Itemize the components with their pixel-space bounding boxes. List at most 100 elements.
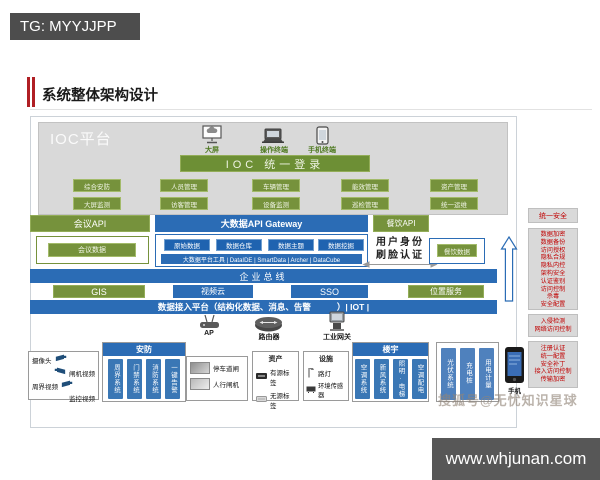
sohu-watermark: 搜狐号@无忧知识星球 [438, 393, 578, 408]
security-system-button[interactable]: 周界系统 [108, 359, 123, 399]
building-system-button[interactable]: 照明·电梯 [392, 359, 408, 399]
ioc-module-button[interactable]: 大屏监测 [73, 197, 121, 210]
meeting-api-bar: 会议API [30, 215, 150, 232]
camera-icon [55, 354, 67, 365]
gate-label: 停车道闸 [213, 366, 239, 373]
bigdata-item-button[interactable]: 数据挖掘 [318, 239, 364, 251]
security-item: 隐私合规 [540, 254, 566, 262]
asset-label: 有源标签 [270, 370, 290, 387]
service-button-gis[interactable]: GIS [53, 285, 145, 298]
ioc-login-bar[interactable]: IOC 统一登录 [180, 155, 370, 172]
service-button-videocloud[interactable]: 视频云 [173, 285, 253, 298]
data-access-bar: 数据接入平台（结构化数据、消息、告警 ）| IOT | [30, 300, 497, 314]
bigdata-item-button[interactable]: 数据仓库 [216, 239, 262, 251]
security-item: 接入访问控制 [534, 368, 572, 376]
ioc-module-button[interactable]: 车辆管理 [252, 179, 300, 192]
security-item: 安全补丁 [540, 360, 566, 368]
bigdata-item-button[interactable]: 数据主题 [268, 239, 314, 251]
building-system-button[interactable]: 新风系统 [373, 359, 389, 399]
power-systems-box: 光伏系统 充电桩 用电计量 [436, 342, 499, 402]
power-system-button[interactable]: 用电计量 [479, 347, 494, 400]
gate-label: 人行闸机 [213, 382, 239, 389]
video-sources-box: 摄像头 闸机视频 周界视频 监控视频 [28, 351, 99, 403]
security-item: 统一配置 [540, 352, 566, 360]
security-item: 传输加密 [540, 376, 566, 384]
camera-icon [61, 380, 73, 391]
parking-barrier-icon [190, 362, 210, 374]
industrial-gateway-label: 工业网关 [323, 334, 351, 341]
video-source-label: 闸机视频 [69, 370, 95, 378]
active-tag-icon [256, 373, 267, 381]
security-group-intrusion: 入侵检测 网络访问控制 [528, 314, 578, 337]
facilities-box: 设施 路灯 环境传感器 [303, 351, 349, 401]
laptop-icon [260, 128, 286, 149]
security-item: 网络访问控制 [534, 325, 572, 333]
face-auth-label: 用户身份 刷脸认证 [372, 236, 428, 262]
ioc-module-button[interactable]: 综合安防 [73, 179, 121, 192]
bigdata-tools-bar: 大数据平台工具 | DataIDE | SmartData | Archer |… [161, 254, 362, 264]
terminal-label: 手机终端 [308, 147, 336, 154]
ioc-module-button[interactable]: 巡检管理 [341, 197, 389, 210]
ap-icon [198, 314, 221, 334]
terminal-label: 操作终端 [260, 147, 288, 154]
camera-icon [54, 367, 66, 378]
mobile-phone-icon [504, 346, 525, 389]
building-systems-box: 楼宇 空调系统 新风系统 照明·电梯 空调配电 [352, 342, 429, 402]
security-column-header: 统一安全 [528, 208, 578, 223]
ioc-module-button[interactable]: 人员管理 [160, 179, 208, 192]
ioc-module-button[interactable]: 统一运维 [430, 197, 478, 210]
building-system-button[interactable]: 空调系统 [354, 359, 370, 399]
industrial-gateway-icon [328, 311, 346, 336]
power-system-button[interactable]: 光伏系统 [441, 347, 456, 400]
security-box-header: 安防 [103, 343, 185, 356]
video-source-label: 摄像头 [32, 357, 52, 365]
security-systems-box: 安防 周界系统 门禁系统 消防系统 一键告警 [102, 342, 186, 402]
page-title: 系统整体架构设计 [42, 88, 158, 104]
tg-watermark-badge: TG: MYYJJPP [10, 13, 140, 40]
facilities-box-title: 设施 [319, 356, 333, 363]
security-item: 数据备份 [540, 238, 566, 246]
building-system-button[interactable]: 空调配电 [411, 359, 427, 399]
security-item: 访问控制 [540, 285, 566, 293]
title-accent-bar [32, 77, 35, 107]
service-button-location[interactable]: 位置服务 [408, 285, 484, 298]
site-watermark: www.whjunan.com [432, 438, 600, 480]
power-system-button[interactable]: 充电桩 [460, 347, 475, 400]
security-item: 杀毒 [546, 293, 560, 301]
ioc-module-button[interactable]: 设备监测 [252, 197, 300, 210]
security-item: 隐私内控 [540, 262, 566, 270]
catering-data-button[interactable]: 餐饮数据 [437, 244, 477, 257]
video-source-label: 周界视频 [32, 383, 58, 391]
phone-label: 手机 [508, 388, 521, 395]
meeting-data-button[interactable]: 会议数据 [48, 243, 136, 257]
building-box-header: 楼宇 [353, 343, 428, 356]
security-group-endpoint: 注册认证 统一配置 安全补丁 接入访问控制 传输加密 [528, 341, 578, 388]
catering-api-bar: 餐饮API [373, 215, 429, 232]
security-item: 认证鉴别 [540, 277, 566, 285]
face-auth-line1: 用户身份 [376, 237, 424, 248]
security-system-button[interactable]: 门禁系统 [127, 359, 142, 399]
passive-tag-icon [256, 396, 267, 404]
security-system-button[interactable]: 一键告警 [165, 359, 180, 399]
asset-label: 无源标签 [270, 393, 290, 410]
data-access-text-right: ）| IOT | [336, 302, 370, 312]
security-item: 注册认证 [540, 345, 566, 352]
bigdata-item-button[interactable]: 原始数据 [164, 239, 210, 251]
bigdata-api-gateway-bar: 大数据API Gateway [155, 215, 368, 232]
data-access-text-left: 数据接入平台（结构化数据、消息、告警 [157, 302, 311, 312]
ioc-module-button[interactable]: 资产管理 [430, 179, 478, 192]
security-item: 安全配置 [540, 301, 566, 309]
title-divider [30, 109, 592, 110]
service-button-sso[interactable]: SSO [291, 285, 368, 298]
enterprise-bus-bar: 企业总线 [30, 269, 497, 283]
title-accent-bar [27, 77, 30, 107]
router-label: 路由器 [258, 334, 280, 341]
ioc-module-button[interactable]: 访客管理 [160, 197, 208, 210]
security-item: 入侵检测 [540, 318, 566, 325]
video-source-label: 监控视频 [69, 396, 95, 403]
security-system-button[interactable]: 消防系统 [146, 359, 161, 399]
security-item: 访问授权 [540, 246, 566, 254]
assets-box-title: 资产 [268, 356, 283, 363]
ioc-module-button[interactable]: 能效管理 [341, 179, 389, 192]
